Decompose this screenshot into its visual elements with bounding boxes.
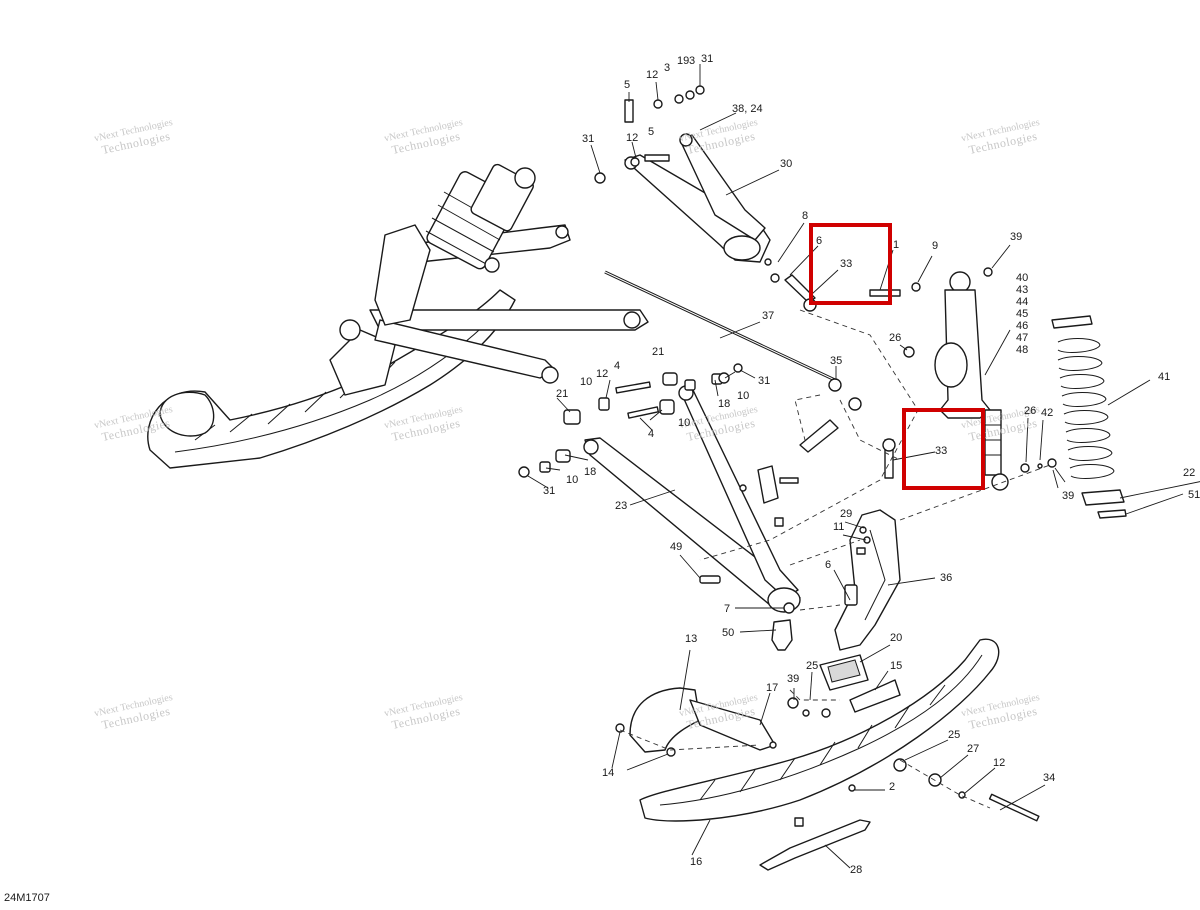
callout-label[interactable]: 42 (1041, 407, 1054, 419)
callout-label[interactable]: 10 (566, 474, 579, 486)
callout-label[interactable]: 19 (677, 55, 690, 67)
callout-label[interactable]: 10 (737, 390, 750, 402)
assembled-ski-suspension (147, 163, 649, 469)
callout-label[interactable]: 14 (602, 767, 615, 779)
callout-label[interactable]: 3 (689, 55, 696, 67)
callout-label[interactable]: 29 (840, 508, 853, 520)
callout-label[interactable]: 4 (648, 428, 655, 440)
callout-label[interactable]: 40 (1016, 272, 1029, 284)
callout-label[interactable]: 41 (1158, 371, 1171, 383)
callout-label[interactable]: 26 (889, 332, 902, 344)
callout-label[interactable]: 12 (993, 757, 1006, 769)
assembly-lines (619, 309, 1051, 809)
callout-label[interactable]: 18 (718, 398, 731, 410)
callout-label[interactable]: 8 (802, 210, 809, 222)
callout-label[interactable]: 39 (1010, 231, 1023, 243)
callout-label[interactable]: 30 (780, 158, 793, 170)
callout-label[interactable]: 37 (762, 310, 775, 322)
callout-label[interactable]: 5 (624, 79, 631, 91)
callout-label[interactable]: 15 (890, 660, 903, 672)
leader-lines (527, 64, 1200, 869)
callout-label[interactable]: 4 (614, 360, 621, 372)
callout-label[interactable]: 9 (932, 240, 939, 252)
callout-label[interactable]: 21 (556, 388, 569, 400)
highlight-box-33-lower[interactable] (902, 408, 985, 490)
callout-label[interactable]: 43 (1016, 284, 1029, 296)
callout-label[interactable]: 31 (758, 375, 771, 387)
callout-label[interactable]: 12 (626, 132, 639, 144)
callout-label[interactable]: 49 (670, 541, 683, 553)
callout-label[interactable]: 44 (1016, 296, 1029, 308)
callout-label[interactable]: 17 (766, 682, 779, 694)
callout-label[interactable]: 20 (890, 632, 903, 644)
callout-label[interactable]: 10 (580, 376, 593, 388)
callout-label[interactable]: 21 (652, 346, 665, 358)
callout-label[interactable]: 10 (678, 417, 691, 429)
callout-label[interactable]: 27 (967, 743, 980, 755)
callout-label[interactable]: 35 (830, 355, 843, 367)
callout-label[interactable]: 33 (935, 445, 948, 457)
callout-label[interactable]: 2 (889, 781, 896, 793)
callout-label[interactable]: 46 (1016, 320, 1029, 332)
callout-label[interactable]: 18 (584, 466, 597, 478)
tie-rod (604, 270, 862, 453)
callout-label[interactable]: 36 (940, 572, 953, 584)
callout-label[interactable]: 31 (701, 53, 714, 65)
highlight-box-33-upper[interactable] (809, 223, 892, 305)
callout-label[interactable]: 11 (833, 521, 845, 533)
callout-label[interactable]: 38, 24 (732, 103, 763, 115)
coil-spring (1051, 315, 1127, 519)
ski (615, 638, 1040, 871)
callout-label[interactable]: 1 (893, 239, 900, 251)
callout-label[interactable]: 39 (787, 673, 800, 685)
callout-label[interactable]: 26 (1024, 405, 1037, 417)
callout-label[interactable]: 7 (724, 603, 731, 615)
callout-label[interactable]: 50 (722, 627, 735, 639)
callout-label[interactable]: 12 (596, 368, 609, 380)
callout-label[interactable]: 48 (1016, 344, 1029, 356)
callout-label[interactable]: 3 (664, 62, 671, 74)
callout-label[interactable]: 16 (690, 856, 703, 868)
callout-label[interactable]: 25 (806, 660, 819, 672)
callout-label[interactable]: 39 (1062, 490, 1075, 502)
callout-label[interactable]: 45 (1016, 308, 1029, 320)
callout-label[interactable]: 51 (1188, 489, 1200, 501)
callout-label[interactable]: 28 (850, 864, 863, 876)
callout-label[interactable]: 23 (615, 500, 628, 512)
callout-label[interactable]: 6 (816, 235, 823, 247)
lower-a-arm (518, 363, 801, 613)
callout-label[interactable]: 6 (825, 559, 832, 571)
diagram-code: 24M1707 (4, 892, 50, 904)
spindle (771, 509, 901, 651)
callout-label[interactable]: 47 (1016, 332, 1029, 344)
callout-label[interactable]: 25 (948, 729, 961, 741)
callout-label[interactable]: 31 (582, 133, 595, 145)
callout-label[interactable]: 31 (543, 485, 556, 497)
upper-a-arm (594, 85, 817, 312)
callout-label[interactable]: 5 (648, 126, 655, 138)
callout-label[interactable]: 13 (685, 633, 698, 645)
callout-label[interactable]: 22 (1183, 467, 1196, 479)
callout-label[interactable]: 12 (646, 69, 659, 81)
callout-label[interactable]: 33 (840, 258, 853, 270)
shock-absorber (869, 267, 1057, 491)
callout-label[interactable]: 34 (1043, 772, 1056, 784)
